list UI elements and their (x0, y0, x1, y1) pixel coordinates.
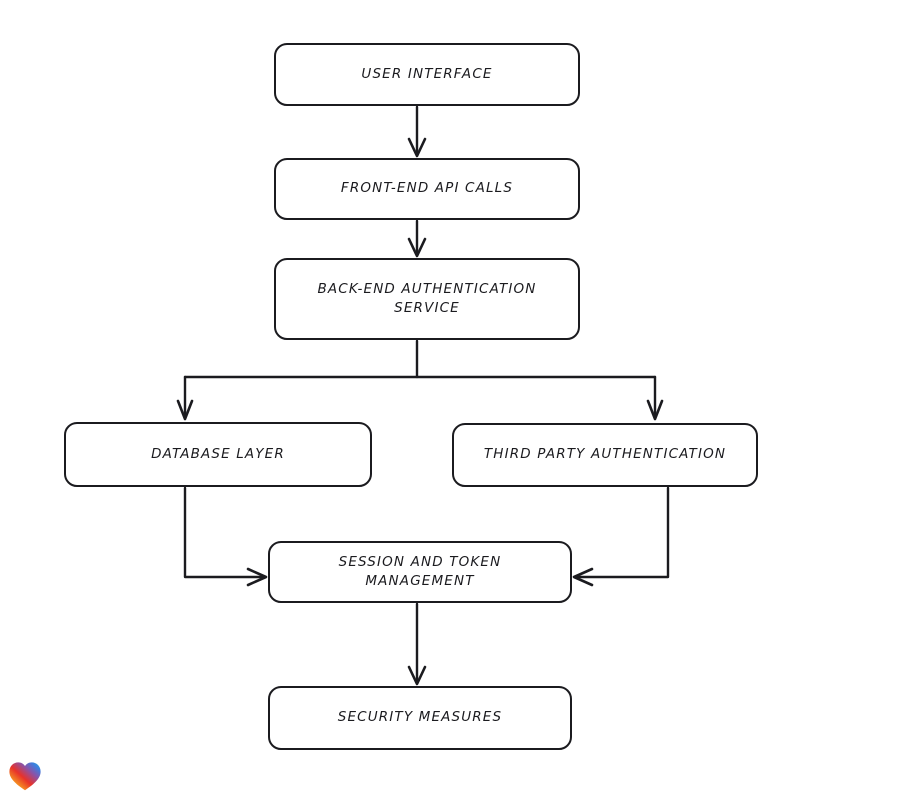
node-user-interface[interactable]: User Interface (274, 43, 580, 106)
node-third-party-authentication[interactable]: Third Party Authentication (452, 423, 758, 487)
edge-backend-to-database (176, 375, 194, 421)
edge-backend-branch-trunk (183, 339, 657, 379)
edge-thirdparty-to-session (572, 486, 670, 587)
node-label-user-interface: User Interface (361, 65, 493, 82)
edge-ui-to-api (407, 105, 427, 158)
node-security-measures[interactable]: Security Measures (268, 686, 572, 750)
heart-icon (9, 762, 41, 791)
node-label-security-measures: Security Measures (337, 709, 503, 726)
node-back-end-authentication-service[interactable]: Back-End Authentication Service (274, 258, 580, 340)
edge-backend-to-thirdparty (646, 375, 664, 421)
node-label-third-party-authentication: Third Party Authentication (483, 446, 727, 463)
node-label-session-and-token-management: Session and Token Management (338, 553, 502, 589)
edge-database-to-session (183, 486, 268, 587)
node-label-front-end-api-calls: Front-End API Calls (340, 180, 514, 197)
edge-session-to-security (407, 602, 427, 686)
node-database-layer[interactable]: Database Layer (64, 422, 372, 487)
node-label-back-end-authentication-service: Back-End Authentication Service (317, 280, 537, 316)
node-session-and-token-management[interactable]: Session and Token Management (268, 541, 572, 603)
node-label-database-layer: Database Layer (151, 445, 285, 462)
edge-api-to-backend (407, 219, 427, 258)
node-front-end-api-calls[interactable]: Front-End API Calls (274, 158, 580, 220)
